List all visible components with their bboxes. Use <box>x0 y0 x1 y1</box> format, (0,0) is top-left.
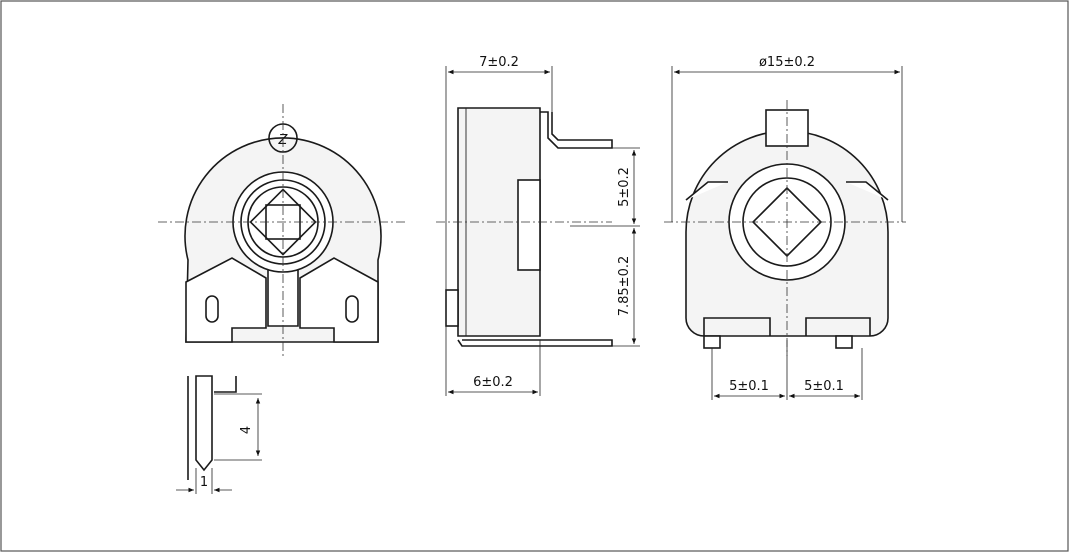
side-width-bottom-label: 6±0.2 <box>473 375 513 390</box>
front-view: Z <box>158 104 408 356</box>
back-right-pin <box>835 335 853 349</box>
side-rotor-step <box>517 179 541 271</box>
pin-detail-body <box>195 375 213 472</box>
height-lower-label: 7.85±0.2 <box>617 256 632 317</box>
pin-detail: 4 1 <box>176 375 262 494</box>
front-right-terminal <box>299 257 379 343</box>
back-feet <box>703 317 871 336</box>
front-right-slot <box>345 295 359 323</box>
pin-detail-outline <box>187 376 237 480</box>
pin-pitch-right-label: 5±0.1 <box>804 379 844 394</box>
side-upper-terminal <box>540 111 613 149</box>
side-lower-terminal <box>457 339 613 347</box>
side-width-top-label: 7±0.2 <box>479 55 519 70</box>
pin-length-label: 4 <box>239 426 254 434</box>
side-view <box>436 107 613 347</box>
back-view <box>664 100 906 356</box>
pin-thickness-label: 1 <box>200 475 208 490</box>
dimensions: 7±0.2 6±0.2 5±0.2 7.85±0.2 ø15±0.2 5±0.1… <box>445 55 903 400</box>
diameter-label: ø15±0.2 <box>759 55 815 70</box>
side-tab <box>445 289 459 327</box>
pin-pitch-left-label: 5±0.1 <box>729 379 769 394</box>
front-left-terminal <box>185 257 267 343</box>
front-left-slot <box>205 295 219 323</box>
back-left-pin <box>703 335 721 349</box>
height-upper-label: 5±0.2 <box>617 167 632 207</box>
back-notches <box>685 181 889 201</box>
